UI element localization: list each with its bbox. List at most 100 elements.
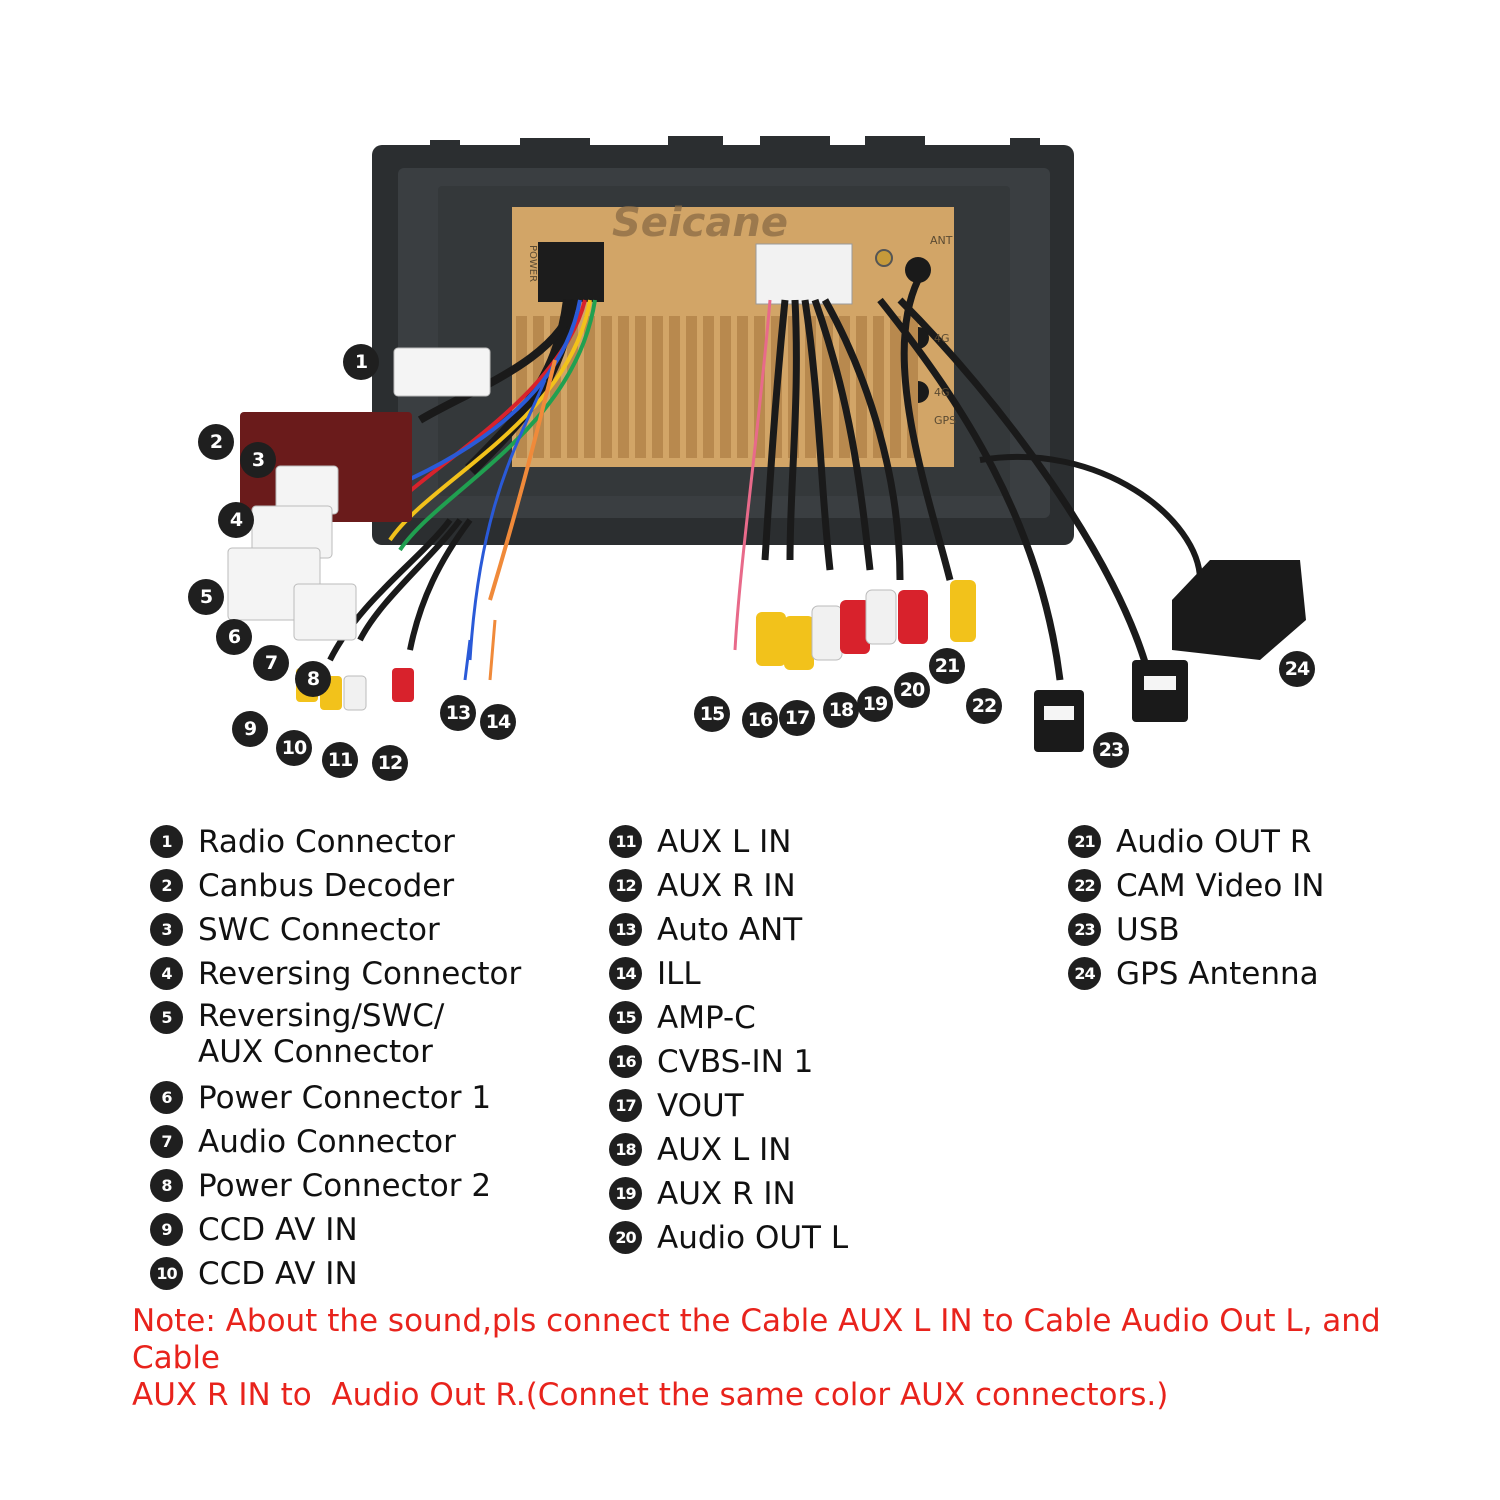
legend-number: 5 <box>150 1001 183 1034</box>
legend-item: 13 Auto ANT <box>609 910 848 954</box>
label-4g-2: 4G <box>934 386 950 399</box>
legend-label: Power Connector 2 <box>198 1168 492 1204</box>
gps-antenna <box>1172 560 1306 660</box>
legend-label: SWC Connector <box>198 912 440 948</box>
legend-label: Audio OUT L <box>657 1220 849 1256</box>
legend-label: CAM Video IN <box>1116 868 1325 904</box>
legend-label: AUX R IN <box>657 1176 796 1212</box>
legend-label: AUX L IN <box>657 824 792 860</box>
legend-number: 1 <box>150 825 183 858</box>
legend-number: 8 <box>150 1169 183 1202</box>
legend-number: 16 <box>609 1045 642 1078</box>
legend-number: 9 <box>150 1213 183 1246</box>
legend-item: 8 Power Connector 2 <box>150 1166 521 1210</box>
usb-plugs <box>1034 660 1188 752</box>
legend-label: Auto ANT <box>657 912 803 948</box>
vent-slot <box>805 316 816 458</box>
legend-label: Reversing/SWC/ <box>198 998 445 1034</box>
vent-slot <box>737 316 748 458</box>
callout-17: 17 <box>779 700 815 736</box>
legend-number: 17 <box>609 1089 642 1122</box>
legend-number: 22 <box>1068 869 1101 902</box>
legend-label: CCD AV IN <box>198 1256 358 1292</box>
vent-slot <box>601 316 612 458</box>
legend-number: 4 <box>150 957 183 990</box>
legend-item: 21 Audio OUT R <box>1068 822 1325 866</box>
note-line-2: AUX R IN to Audio Out R.(Connet the same… <box>132 1377 1169 1413</box>
legend-number: 13 <box>609 913 642 946</box>
vent-slot <box>652 316 663 458</box>
legend-label-line2: AUX Connector <box>198 1034 433 1070</box>
callout-15: 15 <box>694 696 730 732</box>
legend-label: Power Connector 1 <box>198 1080 492 1116</box>
legend-label: ILL <box>657 956 701 992</box>
legend-label: Audio OUT R <box>1116 824 1312 860</box>
vent-slot <box>635 316 646 458</box>
callout-20: 20 <box>894 672 930 708</box>
callout-1: 1 <box>343 344 379 380</box>
wire-harness-right <box>733 278 1203 681</box>
callout-14: 14 <box>480 704 516 740</box>
callout-6: 6 <box>216 619 252 655</box>
legend-item: 4 Reversing Connector <box>150 954 521 998</box>
legend-label: Reversing Connector <box>198 956 522 992</box>
sound-note: Note: About the sound,pls connect the Ca… <box>132 1303 1462 1414</box>
legend-item: 19 AUX R IN <box>609 1174 848 1218</box>
callout-8: 8 <box>295 661 331 697</box>
vent-slot <box>618 316 629 458</box>
callout-9: 9 <box>232 711 268 747</box>
callout-3: 3 <box>240 442 276 478</box>
vent-slot <box>686 316 697 458</box>
callout-12: 12 <box>372 745 408 781</box>
vent-slot <box>516 316 527 458</box>
vent-slot <box>839 316 850 458</box>
callout-5: 5 <box>188 579 224 615</box>
legend-number: 11 <box>609 825 642 858</box>
callout-13: 13 <box>440 695 476 731</box>
legend-number: 18 <box>609 1133 642 1166</box>
label-gps: GPS <box>934 414 956 427</box>
legend-label: CVBS-IN 1 <box>657 1044 814 1080</box>
legend-number: 2 <box>150 869 183 902</box>
callout-11: 11 <box>322 742 358 778</box>
rca-plugs-right <box>756 580 976 670</box>
legend-number: 24 <box>1068 957 1101 990</box>
callout-21: 21 <box>929 648 965 684</box>
callout-4: 4 <box>218 502 254 538</box>
label-4g-1: 4G <box>934 332 950 345</box>
legend-number: 23 <box>1068 913 1101 946</box>
callout-2: 2 <box>198 424 234 460</box>
legend-item: 20 Audio OUT L <box>609 1218 848 1262</box>
legend-label: Radio Connector <box>198 824 455 860</box>
legend-number: 12 <box>609 869 642 902</box>
legend-item: 16 CVBS-IN 1 <box>609 1042 848 1086</box>
legend-item: 22 CAM Video IN <box>1068 866 1325 910</box>
callout-7: 7 <box>253 645 289 681</box>
callout-18: 18 <box>823 692 859 728</box>
brand-watermark: Seicane <box>612 200 788 246</box>
legend-label: AUX R IN <box>657 868 796 904</box>
legend-number: 14 <box>609 957 642 990</box>
legend-label: AUX L IN <box>657 1132 792 1168</box>
legend-item: 12 AUX R IN <box>609 866 848 910</box>
legend-number: 21 <box>1068 825 1101 858</box>
legend-number: 20 <box>609 1221 642 1254</box>
vent-slot <box>567 316 578 458</box>
vent-slot <box>550 316 561 458</box>
antenna-wires <box>463 619 497 681</box>
legend-item: 5 Reversing/SWC/AUX Connector <box>150 998 521 1078</box>
legend-label: Canbus Decoder <box>198 868 455 904</box>
callout-19: 19 <box>857 686 893 722</box>
legend-number: 19 <box>609 1177 642 1210</box>
